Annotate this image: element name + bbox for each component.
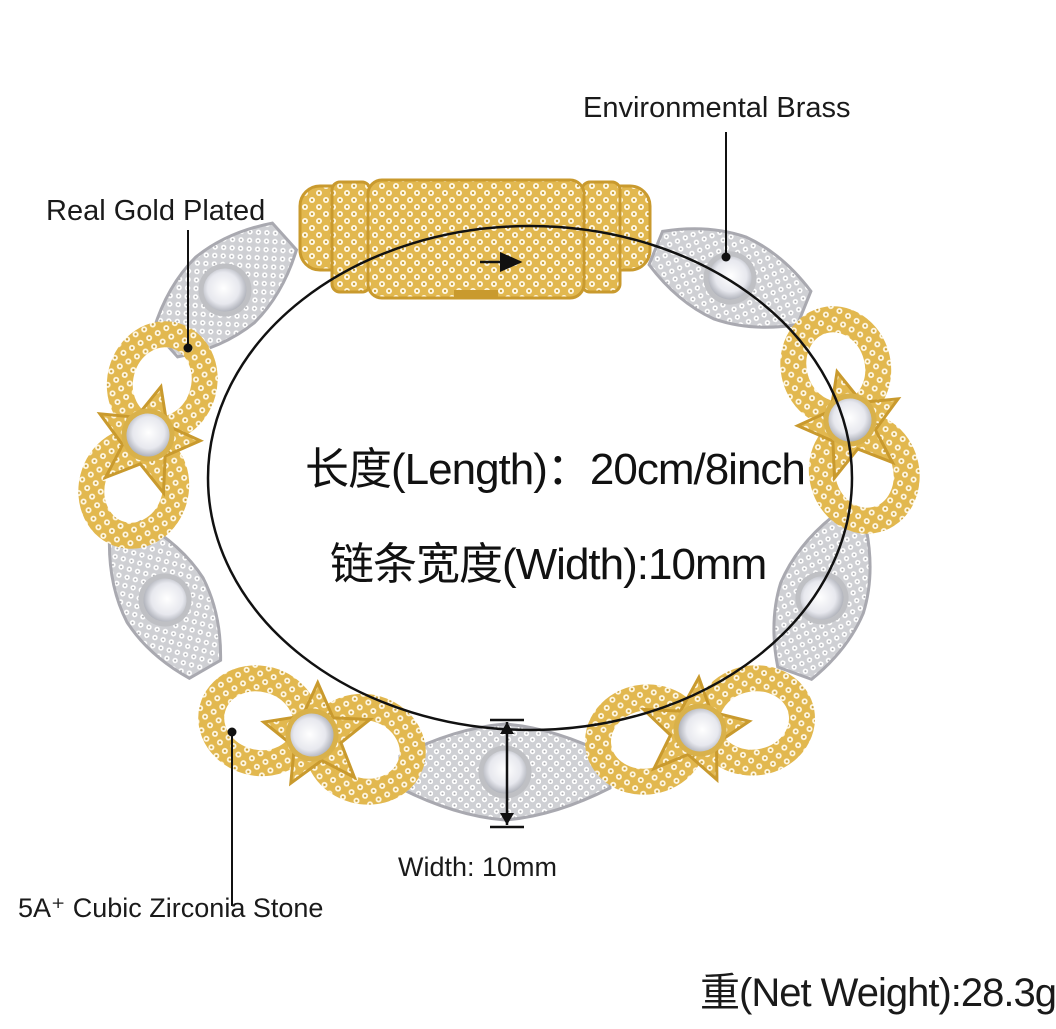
bracelet-illustration	[78, 132, 920, 906]
width-callout-label: Width: 10mm	[398, 852, 558, 882]
chain-width-spec: 链条宽度(Width):10mm	[330, 540, 767, 589]
silver-links	[107, 221, 872, 822]
gold-star-links	[78, 306, 920, 805]
product-image: Environmental Brass Real Gold Plated 5A⁺…	[18, 92, 1056, 1015]
environmental-brass-label: Environmental Brass	[583, 92, 851, 124]
net-weight-label: 重(Net Weight):28.3g	[700, 971, 1056, 1015]
length-ellipse	[206, 224, 854, 732]
length-spec: 长度(Length)：20cm/8inch	[305, 445, 806, 494]
real-gold-plated-label: Real Gold Plated	[46, 195, 266, 227]
width-dimension	[490, 718, 524, 829]
cubic-zirconia-label: 5A⁺ Cubic Zirconia Stone	[18, 893, 324, 923]
clasp	[298, 178, 652, 300]
callout-lines	[183, 132, 731, 906]
